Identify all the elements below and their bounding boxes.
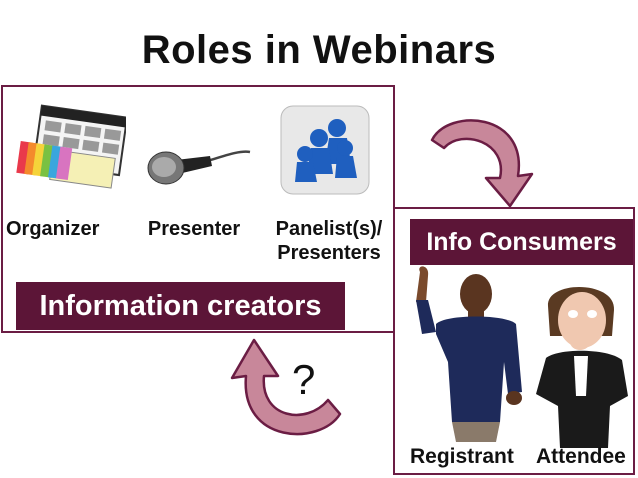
raised-hand-person-icon: [416, 266, 522, 442]
role-panelists: Panelist(s)/ Presenters: [266, 217, 392, 265]
info-consumers-panel: [393, 207, 635, 475]
question-mark: ?: [292, 356, 316, 403]
curved-arrow-up-icon: [230, 338, 342, 436]
role-organizer: Organizer: [6, 218, 100, 240]
role-registrant: Registrant: [410, 445, 514, 468]
curved-arrow-down-icon: [430, 119, 534, 208]
surprised-person-icon: [536, 286, 628, 448]
people-group-icon: [280, 105, 370, 195]
role-panelists-line1: Panelist(s)/: [275, 218, 383, 240]
role-panelists-line2: Presenters: [277, 242, 381, 264]
info-consumers-banner: Info Consumers: [410, 219, 633, 265]
information-creators-banner: Information creators: [16, 282, 345, 330]
slide-title: Roles in Webinars: [141, 28, 497, 72]
role-attendee: Attendee: [536, 445, 626, 468]
role-presenter: Presenter: [147, 218, 241, 240]
microphone-icon: [147, 150, 251, 185]
calendar-icon: [16, 104, 126, 189]
